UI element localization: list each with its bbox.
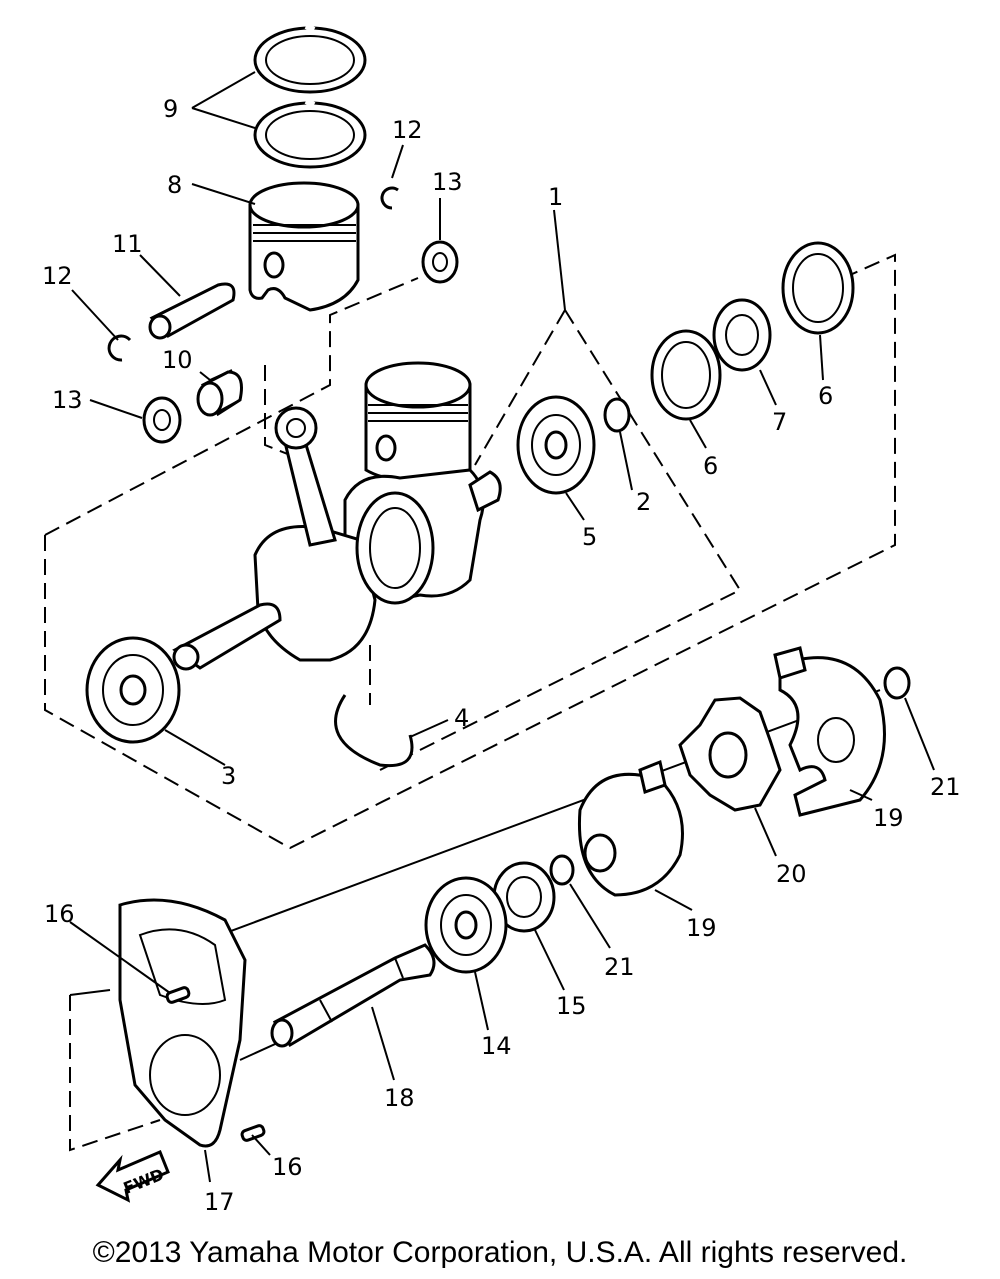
label-13-top: 13 [432, 168, 463, 196]
washer-21-right [883, 666, 911, 700]
bearing-3 [85, 636, 181, 744]
label-4: 4 [454, 704, 469, 732]
oil-seal-6-left [650, 329, 722, 421]
bearing-5 [516, 395, 596, 495]
label-12-top: 12 [392, 116, 423, 144]
exploded-parts-diagram: FWD 9 8 12 13 11 [42, 23, 961, 1216]
label-21-left: 21 [604, 953, 635, 981]
label-3: 3 [221, 762, 236, 790]
thrust-washer-right [421, 240, 459, 284]
damper-20 [678, 696, 782, 812]
circlip-left [107, 334, 132, 362]
label-14: 14 [481, 1032, 512, 1060]
label-7: 7 [772, 408, 787, 436]
seal-ring [603, 397, 631, 433]
label-16-top: 16 [44, 900, 75, 928]
gasket-17 [118, 898, 247, 1148]
coupling-19-left [577, 759, 684, 897]
label-13-left: 13 [52, 386, 83, 414]
coupling-19-right [773, 646, 886, 817]
connector-line [219, 689, 881, 936]
piston-ring-lower [253, 98, 367, 169]
label-18: 18 [384, 1084, 415, 1112]
copyright-notice: ©2013 Yamaha Motor Corporation, U.S.A. A… [92, 1236, 908, 1269]
label-15: 15 [556, 992, 587, 1020]
label-21-right: 21 [930, 773, 961, 801]
label-19-right: 19 [873, 804, 904, 832]
label-6-left: 6 [703, 452, 718, 480]
crankshaft [172, 361, 502, 671]
label-16-bottom: 16 [272, 1153, 303, 1181]
piston-ring-upper [253, 23, 367, 94]
circlip-right [380, 186, 399, 210]
bearing-14 [424, 876, 508, 974]
label-20: 20 [776, 860, 807, 888]
label-12-left: 12 [42, 262, 73, 290]
label-19-left: 19 [686, 914, 717, 942]
oil-seal-6-right [781, 241, 855, 335]
label-6-right: 6 [818, 382, 833, 410]
label-1: 1 [548, 183, 563, 211]
forward-arrow-icon: FWD [95, 1150, 170, 1203]
washer-21-left [549, 854, 575, 886]
bearing-7 [712, 298, 772, 372]
bearing-15 [492, 861, 556, 933]
needle-bearing [196, 369, 243, 417]
piston-pin [148, 282, 236, 340]
piston [248, 181, 360, 312]
label-17: 17 [204, 1188, 235, 1216]
label-8: 8 [167, 171, 182, 199]
pump-assembly-outline [69, 989, 161, 1152]
label-11: 11 [112, 230, 143, 258]
part-labels: 9 8 12 13 11 12 10 13 1 2 5 6 7 6 4 3 21… [42, 95, 961, 1216]
drive-shaft-18 [270, 943, 436, 1048]
thrust-washer-left [142, 396, 182, 444]
dowel-pin-16-upper [165, 986, 191, 1004]
label-10: 10 [162, 346, 193, 374]
dowel-pin-16-lower [240, 1124, 266, 1142]
leader-lines [69, 71, 935, 1183]
label-9: 9 [163, 95, 178, 123]
label-2: 2 [636, 488, 651, 516]
snap-ring [334, 694, 414, 768]
label-5: 5 [582, 523, 597, 551]
